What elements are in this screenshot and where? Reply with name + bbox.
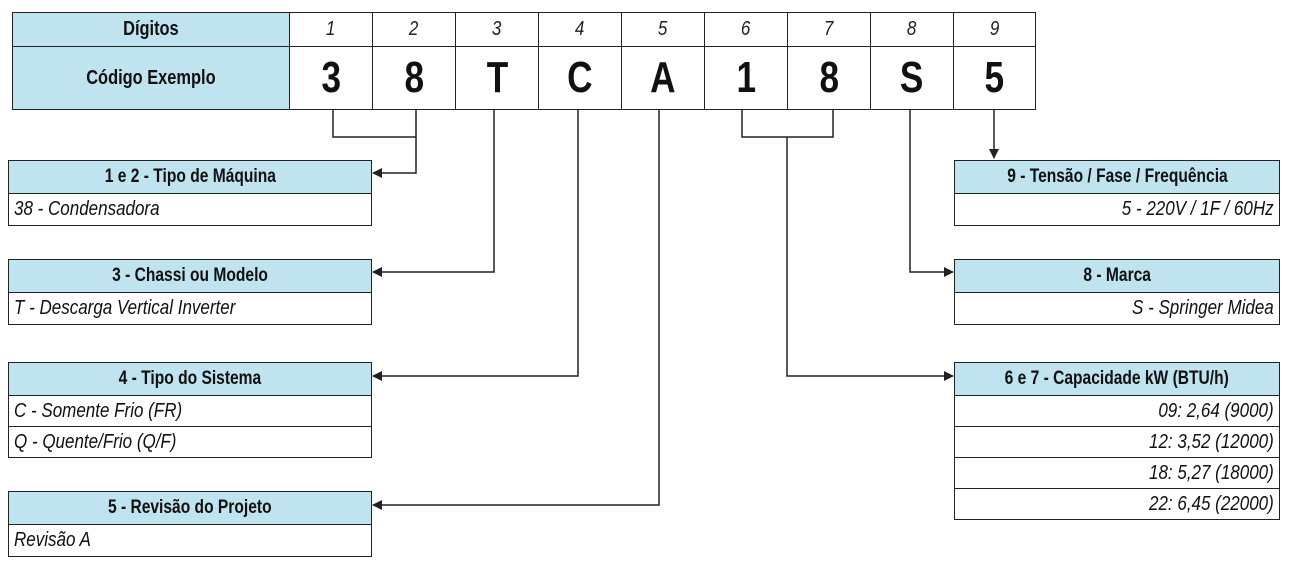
digits-label: Dígitos bbox=[12, 12, 290, 47]
project-revision-title: 5 - Revisão do Projeto bbox=[8, 491, 372, 525]
code-char-5: A bbox=[621, 46, 705, 110]
capacity-option-3: 18: 5,27 (18000) bbox=[954, 457, 1280, 489]
example-code-label: Código Exemplo bbox=[12, 46, 290, 110]
code-char-7: 8 bbox=[787, 46, 871, 110]
machine-type-title: 1 e 2 - Tipo de Máquina bbox=[8, 160, 372, 194]
connector-digits-6-7 bbox=[741, 110, 834, 138]
digit-number-1: 1 bbox=[289, 12, 373, 47]
code-char-4: C bbox=[538, 46, 622, 110]
capacity-option-4: 22: 6,45 (22000) bbox=[954, 488, 1280, 520]
digit-number-7: 7 bbox=[787, 12, 871, 47]
code-char-3: T bbox=[455, 46, 539, 110]
capacity-option-1: 09: 2,64 (9000) bbox=[954, 395, 1280, 427]
connector-digits-1-2-arrow bbox=[372, 110, 417, 178]
brand-title: 8 - Marca bbox=[954, 259, 1280, 293]
digit-number-4: 4 bbox=[538, 12, 622, 47]
chassis-model-title: 3 - Chassi ou Modelo bbox=[8, 259, 372, 293]
code-char-1: 3 bbox=[289, 46, 373, 110]
code-char-6: 1 bbox=[704, 46, 788, 110]
system-type-option-2: Q - Quente/Frio (Q/F) bbox=[8, 426, 372, 458]
digit-number-9: 9 bbox=[953, 12, 1036, 47]
digit-number-5: 5 bbox=[621, 12, 705, 47]
code-char-9: 5 bbox=[953, 46, 1036, 110]
code-char-2: 8 bbox=[372, 46, 456, 110]
voltage-phase-frequency-title: 9 - Tensão / Fase / Frequência bbox=[954, 160, 1280, 194]
connector-digits-6-7-arrow bbox=[786, 137, 954, 381]
brand-option: S - Springer Midea bbox=[954, 292, 1280, 325]
digit-number-2: 2 bbox=[372, 12, 456, 47]
connector-digit-8 bbox=[909, 110, 954, 277]
capacity-title: 6 e 7 - Capacidade kW (BTU/h) bbox=[954, 362, 1280, 396]
project-revision-option: Revisão A bbox=[8, 524, 372, 557]
capacity-option-2: 12: 3,52 (12000) bbox=[954, 426, 1280, 458]
system-type-title: 4 - Tipo do Sistema bbox=[8, 362, 372, 396]
chassis-model-option: T - Descarga Vertical Inverter bbox=[8, 292, 372, 325]
digit-number-6: 6 bbox=[704, 12, 788, 47]
voltage-phase-frequency-option: 5 - 220V / 1F / 60Hz bbox=[954, 193, 1280, 226]
digit-number-8: 8 bbox=[870, 12, 954, 47]
connector-digit-3 bbox=[372, 110, 495, 277]
connector-digits-1-2 bbox=[332, 110, 416, 138]
digit-number-3: 3 bbox=[455, 12, 539, 47]
system-type-option-1: C - Somente Frio (FR) bbox=[8, 395, 372, 427]
machine-type-option: 38 - Condensadora bbox=[8, 193, 372, 226]
connector-digit-5 bbox=[372, 110, 660, 510]
code-char-8: S bbox=[870, 46, 954, 110]
connector-digit-4 bbox=[372, 110, 579, 381]
